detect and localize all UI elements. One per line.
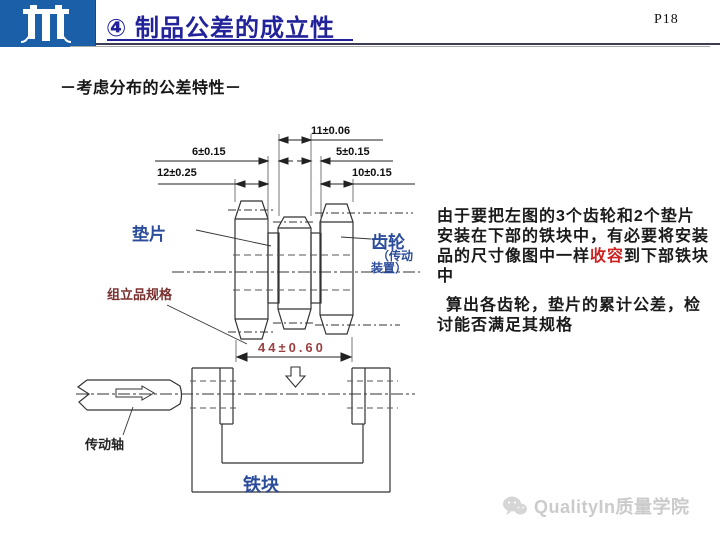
drive-shaft-label: 传动轴: [85, 437, 125, 452]
dim-label-10: 10±0.15: [352, 167, 392, 179]
gear-left: [234, 200, 269, 340]
drive-shaft: [76, 379, 183, 411]
page-title: ④ 制品公差的成立性: [106, 15, 335, 42]
desc-line-2: 安装在下部的铁块中，有必要将安装: [437, 228, 710, 245]
iron-block: [191, 367, 391, 493]
desc-line-1: 由于要把左图的3个齿轮和2个垫片: [437, 208, 695, 225]
dimension-lines: [155, 136, 415, 362]
dim-label-6: 6±0.15: [192, 146, 226, 158]
watermark-text: QualityIn质量学院: [534, 497, 690, 517]
iron-block-label: 铁块: [243, 475, 279, 495]
desc-line-6: 讨能否满足其规格: [437, 317, 574, 334]
slide-subtitle: －考虑分布的公差特性－: [60, 80, 242, 97]
gear-right: [319, 203, 354, 335]
title-underline: [107, 39, 353, 41]
desc-line-3-post: 到下部铁块: [624, 248, 710, 265]
spacer-label: 垫片: [132, 225, 166, 244]
page-number: P18: [654, 12, 679, 27]
pitch-lines: [228, 209, 413, 333]
wechat-icon: [503, 496, 527, 515]
watermark: QualityIn质量学院: [502, 493, 690, 519]
spacer-right: [310, 232, 322, 304]
shaft-direction-arrow-icon: [115, 385, 155, 401]
bore-lines: [233, 254, 353, 291]
extension-lines: [234, 134, 354, 362]
dim-label-44: 44±0.60: [258, 340, 326, 355]
gear-sublabel-2: 装置）: [371, 261, 408, 275]
desc-line-3-pre: 品的尺寸像图中一样: [437, 248, 591, 265]
desc-line-3-highlight: 收容: [590, 248, 625, 265]
gear-middle: [277, 216, 312, 330]
header-divider: [95, 43, 720, 45]
desc-line-4: 中: [437, 268, 455, 285]
gear-label: 齿轮: [371, 233, 405, 252]
dim-label-12: 12±0.25: [157, 167, 197, 179]
company-logo-icon: [21, 5, 71, 43]
description-text: 由于要把左图的3个齿轮和2个垫片 安装在下部的铁块中，有必要将安装 品的尺寸像图…: [437, 207, 710, 336]
desc-line-3: 品的尺寸像图中一样收容到下部铁块: [437, 247, 708, 267]
header-divider-shadow: [70, 46, 710, 47]
assembly-spec-label: 组立品规格: [107, 287, 173, 302]
down-arrow-icon: [284, 366, 307, 388]
leader-lines: [122, 229, 372, 436]
gear-sublabel-1: （传动: [377, 249, 414, 263]
dim-label-11: 11±0.06: [311, 125, 351, 137]
spacer-left: [267, 232, 280, 304]
block-bore-lines: [190, 380, 398, 409]
dim-label-5: 5±0.15: [336, 146, 370, 158]
logo-box: [0, 0, 96, 47]
desc-line-5: 算出各齿轮，垫片的累计公差，检: [446, 297, 702, 314]
